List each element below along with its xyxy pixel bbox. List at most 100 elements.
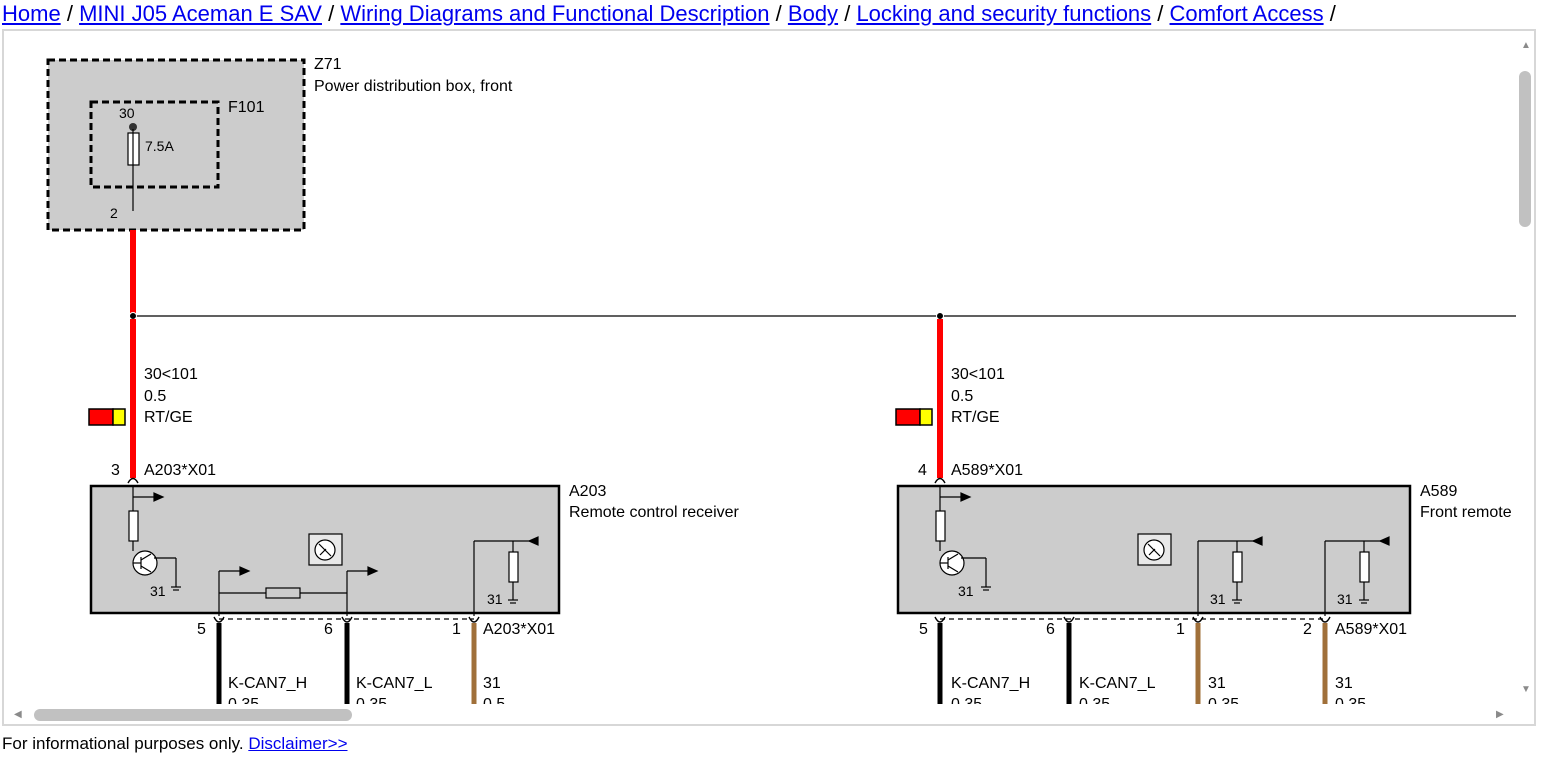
scrollbar-corner: [1516, 704, 1534, 724]
wire-a203-color-code: RT/GE: [144, 409, 193, 426]
breadcrumb-link-comfort-access[interactable]: Comfort Access: [1169, 1, 1324, 26]
a203-ground-label: 31: [150, 583, 166, 599]
a203-box: [89, 484, 561, 615]
f101-box: [89, 100, 220, 189]
a203-bottom-connector: A203*X01: [483, 621, 555, 638]
a203-wire-signal: K-CAN7_L: [356, 675, 433, 692]
scroll-down-arrow-icon[interactable]: ▼: [1521, 684, 1531, 695]
a203-name: Remote control receiver: [569, 504, 740, 521]
breadcrumb-link-home[interactable]: Home: [2, 1, 61, 26]
f101-id: F101: [228, 99, 265, 116]
wire-a589-circuit: 30<101: [951, 366, 1005, 383]
component-a203[interactable]: A203 Remote control receiver 31: [89, 477, 740, 707]
component-a589[interactable]: A589 Front remote 31: [896, 477, 1512, 707]
wire-a589-color-code: RT/GE: [951, 409, 1000, 426]
a203-id: A203: [569, 483, 606, 500]
a589-ground-sense-2: [1324, 536, 1390, 616]
breadcrumb-link-vehicle[interactable]: MINI J05 Aceman E SAV: [79, 1, 322, 26]
a589-wire-gauge: 0.35: [1335, 696, 1366, 706]
a589-wire-signal: K-CAN7_L: [1079, 675, 1156, 692]
breadcrumb-link-locking-security[interactable]: Locking and security functions: [856, 1, 1152, 26]
f101-pin-in: 30: [119, 105, 135, 121]
splice-node-left: [129, 312, 137, 320]
wiring-diagram: Z71 Power distribution box, front F101 3…: [46, 56, 1516, 707]
a203-wire-signal: 31: [483, 675, 501, 692]
breadcrumb-link-body[interactable]: Body: [787, 1, 839, 26]
a589-pin-socket: [934, 616, 1331, 623]
footer: For informational purposes only. Disclai…: [2, 734, 348, 754]
a203-wire-gauge: 0.5: [483, 696, 505, 706]
a589-name: Front remote: [1420, 504, 1512, 521]
a589-wire-signal: 31: [1208, 675, 1226, 692]
a589-ground-label: 31: [958, 583, 974, 599]
z71-name: Power distribution box, front: [314, 78, 513, 95]
component-z71[interactable]: Z71 Power distribution box, front F101 3…: [46, 56, 513, 232]
a589-pin-2: 2: [1303, 621, 1312, 638]
breadcrumb: Home / MINI J05 Aceman E SAV / Wiring Di…: [2, 0, 1336, 30]
wire-color-swatch-red: [895, 408, 921, 426]
a589-ground-sense-1: [1197, 536, 1263, 616]
wire-a589-power[interactable]: 30<101 0.5 RT/GE 4 A589*X01: [895, 319, 1023, 479]
a589-pin-6: 6: [1046, 621, 1055, 638]
a589-wire-signal: 31: [1335, 675, 1353, 692]
wire-a589-connector: A589*X01: [951, 462, 1023, 479]
horizontal-scrollbar-thumb[interactable]: [34, 709, 352, 721]
a203-input-circuit: [128, 486, 181, 591]
a203-can-termination: [218, 566, 379, 616]
breadcrumb-link-wiring-diagrams[interactable]: Wiring Diagrams and Functional Descripti…: [340, 1, 770, 26]
breadcrumb-separator: /: [775, 1, 782, 26]
a203-pin-socket: [213, 616, 480, 623]
footer-text: For informational purposes only.: [2, 734, 249, 753]
scroll-right-arrow-icon[interactable]: ▶: [1496, 709, 1504, 720]
a589-pin-5: 5: [919, 621, 928, 638]
a203-wire-gauge: 0.35: [228, 696, 259, 706]
breadcrumb-separator: /: [1329, 1, 1336, 26]
breadcrumb-separator: /: [844, 1, 851, 26]
a589-input-circuit: [935, 486, 991, 591]
wire-a203-power[interactable]: 30<101 0.5 RT/GE 3 A203*X01: [88, 319, 216, 479]
a203-wire-signal: K-CAN7_H: [228, 675, 307, 692]
breadcrumb-separator: /: [328, 1, 335, 26]
a589-id: A589: [1420, 483, 1457, 500]
diagram-viewer[interactable]: Z71 Power distribution box, front F101 3…: [2, 29, 1536, 726]
scroll-left-arrow-icon[interactable]: ◀: [14, 709, 22, 720]
a203-pin-1: 1: [452, 621, 461, 638]
wire-a203-connector: A203*X01: [144, 462, 216, 479]
breadcrumb-separator: /: [66, 1, 73, 26]
wire-a203-pin: 3: [111, 462, 120, 479]
scroll-up-arrow-icon[interactable]: ▲: [1521, 40, 1531, 51]
f101-pin-out: 2: [110, 205, 118, 221]
a203-wire-gauge: 0.35: [356, 696, 387, 706]
vertical-scrollbar-thumb[interactable]: [1519, 71, 1531, 227]
a589-pin-1: 1: [1176, 621, 1185, 638]
splice-node-right: [936, 312, 944, 320]
a589-wire-gauge: 0.35: [1079, 696, 1110, 706]
a203-ground-sense: [473, 536, 539, 616]
a589-wire-signal: K-CAN7_H: [951, 675, 1030, 692]
antenna-icon: [1137, 533, 1172, 566]
a589-wire-gauge: 0.35: [951, 696, 982, 706]
a203-ground-label: 31: [487, 591, 503, 607]
fuse-input-node: [129, 123, 137, 131]
wire-a589-pin: 4: [918, 462, 927, 479]
breadcrumb-separator: /: [1157, 1, 1164, 26]
disclaimer-link[interactable]: Disclaimer>>: [248, 734, 348, 753]
a589-wire-gauge: 0.35: [1208, 696, 1239, 706]
horizontal-scrollbar[interactable]: [4, 704, 1516, 724]
antenna-icon: [308, 533, 343, 566]
wire-a203-gauge: 0.5: [144, 388, 166, 405]
z71-id: Z71: [314, 56, 342, 73]
a589-pin-socket-top: [934, 477, 946, 484]
z71-box: [46, 58, 306, 232]
a589-ground-label: 31: [1337, 591, 1353, 607]
wire-color-swatch-yellow: [919, 408, 933, 426]
a589-bottom-connector: A589*X01: [1335, 621, 1407, 638]
a203-pin-5: 5: [197, 621, 206, 638]
wire-a203-circuit: 30<101: [144, 366, 198, 383]
wire-color-swatch-red: [88, 408, 114, 426]
wire-color-swatch-yellow: [112, 408, 126, 426]
wire-a589-gauge: 0.5: [951, 388, 973, 405]
a589-ground-label: 31: [1210, 591, 1226, 607]
a203-pin-6: 6: [324, 621, 333, 638]
f101-rating: 7.5A: [145, 138, 174, 154]
